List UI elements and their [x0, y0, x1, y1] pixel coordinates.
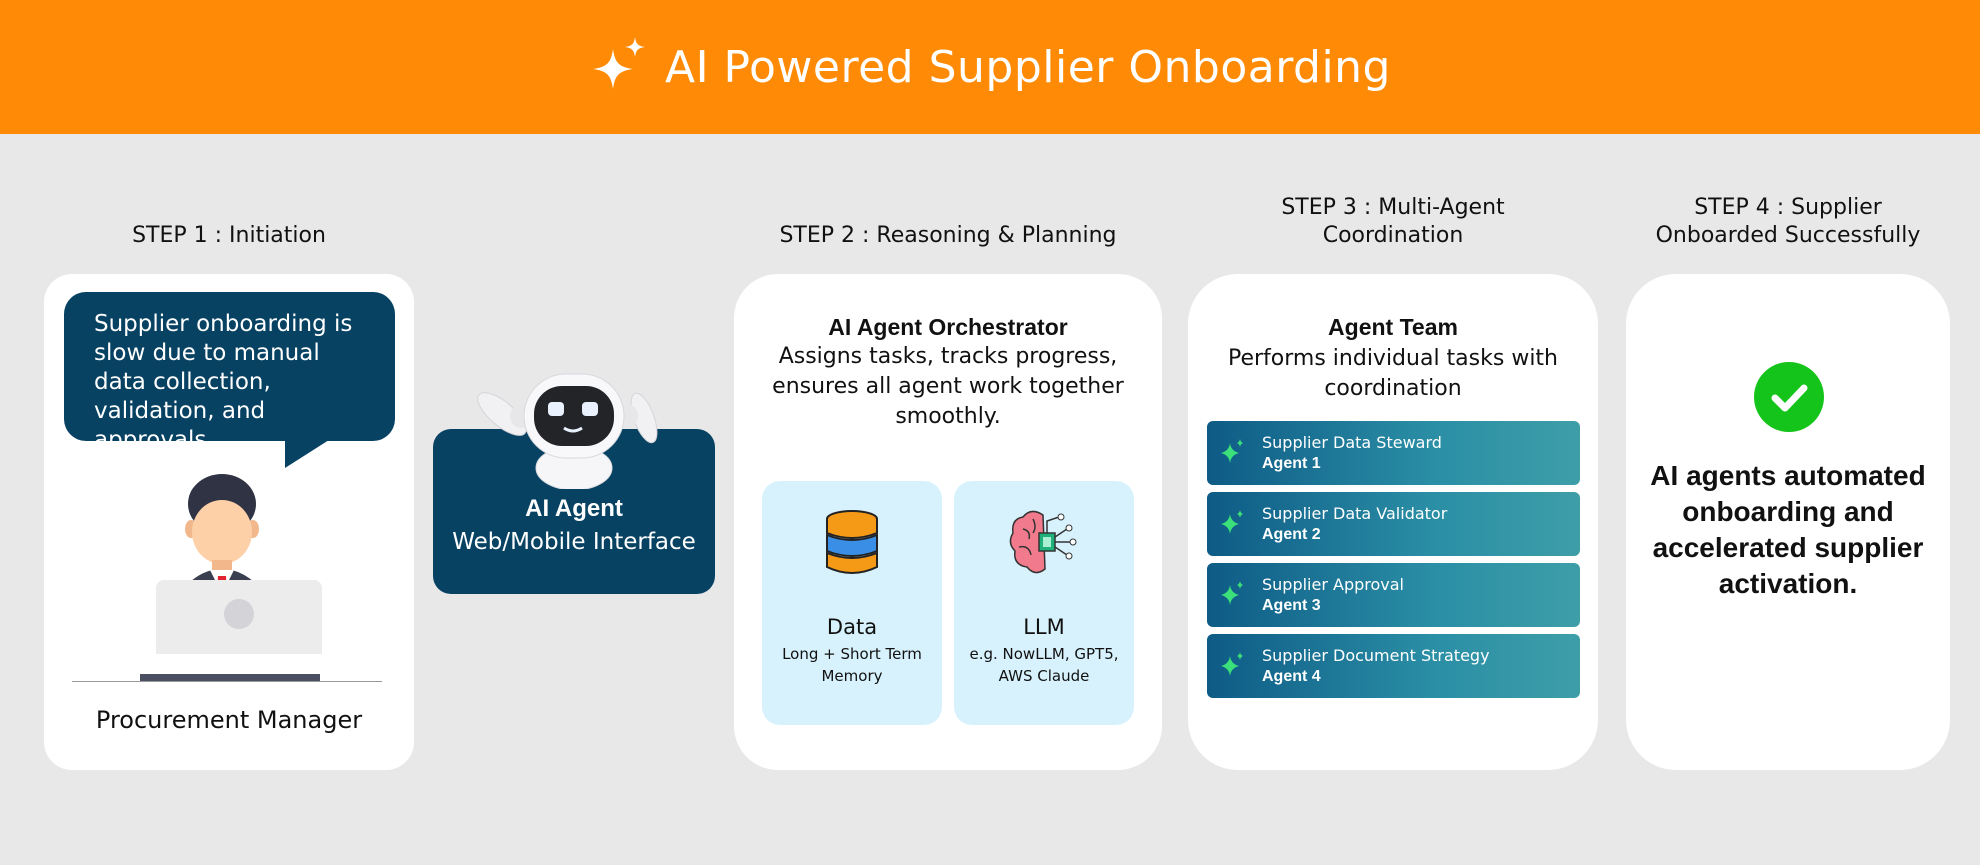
check-circle-icon: [1754, 362, 1824, 432]
step1-label: STEP 1 : Initiation: [132, 223, 326, 248]
llm-title: LLM: [1023, 615, 1065, 639]
agent-name: Agent 2: [1262, 526, 1321, 543]
agent-row: Supplier Approval Agent 3: [1207, 563, 1580, 627]
desk-line: [72, 681, 382, 682]
agent-row: Supplier Data Steward Agent 1: [1207, 421, 1580, 485]
data-sub: Long + Short Term Memory: [782, 645, 922, 685]
orchestrator-title: AI Agent Orchestrator: [828, 314, 1068, 340]
agent-name: Agent 4: [1262, 668, 1321, 685]
sparkle-icon: [1221, 581, 1243, 605]
agent-name: Agent 3: [1262, 597, 1321, 614]
step4-label: STEP 4 : Supplier Onboarded Successfully: [1655, 195, 1921, 248]
sparkle-icon: [1221, 510, 1243, 534]
sparkle-icon: [1221, 652, 1243, 676]
llm-sub: e.g. NowLLM, GPT5, AWS Claude: [969, 645, 1119, 685]
robot-icon: [477, 373, 658, 489]
orchestrator-desc: Assigns tasks, tracks progress, ensures …: [772, 344, 1124, 429]
laptop-base: [140, 674, 320, 682]
page-title: AI Powered Supplier Onboarding: [664, 41, 1391, 93]
success-message: AI agents automated onboarding and accel…: [1650, 460, 1926, 599]
step2-card: AI Agent Orchestrator Assigns tasks, tra…: [734, 274, 1162, 770]
agent-team-desc: Performs individual tasks with coordinat…: [1227, 346, 1558, 401]
agent-role: Supplier Approval: [1262, 575, 1404, 594]
step2-label: STEP 2 : Reasoning & Planning: [779, 223, 1117, 248]
brain-chip-icon: [1009, 510, 1077, 574]
person-at-laptop-icon: [156, 474, 322, 654]
data-box: Data Long + Short Term Memory: [762, 481, 942, 725]
data-title: Data: [826, 615, 878, 639]
agent-team-title: Agent Team: [1328, 314, 1458, 340]
step4-card: AI agents automated onboarding and accel…: [1626, 274, 1950, 770]
agent-row: Supplier Data Validator Agent 2: [1207, 492, 1580, 556]
speech-bubble: Supplier onboarding is slow due to manua…: [64, 292, 395, 453]
step3-card: Agent Team Performs individual tasks wit…: [1188, 274, 1598, 770]
agent-role: Supplier Document Strategy: [1262, 646, 1490, 665]
sparkle-icon: [1221, 439, 1243, 463]
agent-role: Supplier Data Steward: [1262, 433, 1442, 452]
step1-card: Supplier onboarding is slow due to manua…: [44, 274, 414, 770]
llm-box: LLM e.g. NowLLM, GPT5, AWS Claude: [954, 481, 1134, 725]
database-icon: [826, 510, 878, 574]
step3-label: STEP 3 : Multi-Agent Coordination: [1281, 195, 1505, 248]
speech-bubble-tail: [285, 440, 329, 468]
agent-role: Supplier Data Validator: [1262, 504, 1448, 523]
page-header: AI Powered Supplier Onboarding: [0, 0, 1980, 134]
ai-agent-title: AI Agent: [525, 495, 623, 522]
agent-name: Agent 1: [1262, 455, 1321, 472]
procurement-manager-label: Procurement Manager: [95, 706, 363, 734]
ai-agent-subtitle: Web/Mobile Interface: [452, 529, 696, 555]
agent-row: Supplier Document Strategy Agent 4: [1207, 634, 1580, 698]
sparkle-icon: [592, 37, 645, 89]
